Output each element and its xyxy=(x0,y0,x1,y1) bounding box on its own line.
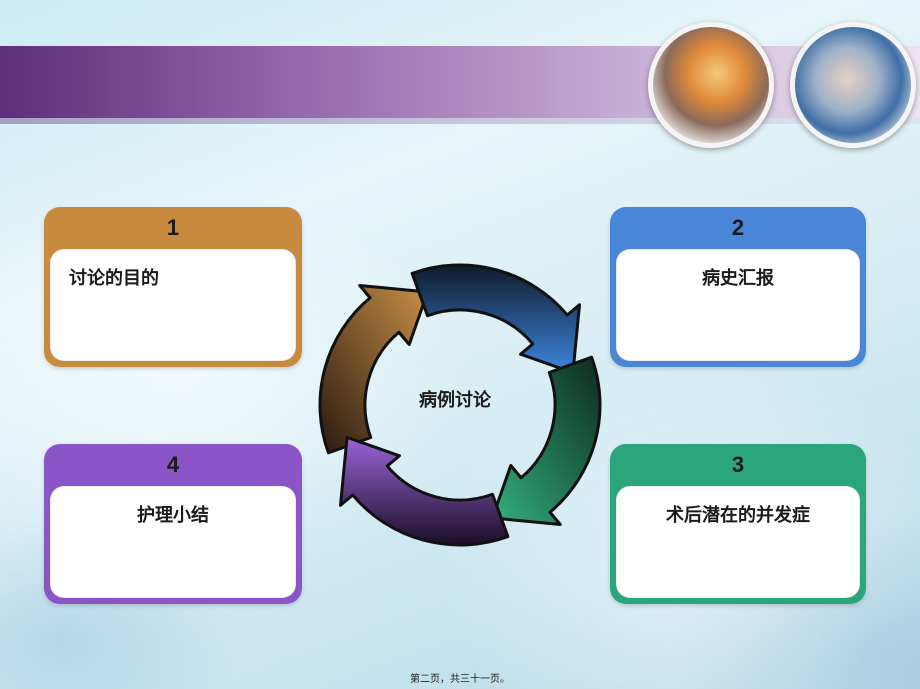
topic-card-2: 病史汇报 xyxy=(616,249,860,361)
page-footer: 第二页，共三十一页。 xyxy=(410,674,510,685)
topic-number-3: 3 xyxy=(731,452,745,477)
doctor-photo xyxy=(790,22,916,148)
topic-label-4: 护理小结 xyxy=(137,505,209,526)
header-band xyxy=(0,46,920,118)
center-label: 病例讨论 xyxy=(419,390,491,411)
medicine-photo xyxy=(648,22,774,148)
topic-label-2: 病史汇报 xyxy=(702,268,774,289)
topic-card-4: 护理小结 xyxy=(50,486,296,598)
topic-box-4: 4 护理小结 xyxy=(44,444,302,604)
cycle-arrow-blue xyxy=(410,263,582,375)
topic-box-1: 1 讨论的目的 xyxy=(44,207,302,367)
topic-number-2: 2 xyxy=(731,215,745,240)
topic-box-2: 2 病史汇报 xyxy=(610,207,866,367)
header-band-shadow xyxy=(0,118,920,124)
topic-box-3: 3 术后潜在的并发症 xyxy=(610,444,866,604)
cycle-arrow-green xyxy=(490,355,602,527)
topic-number-4: 4 xyxy=(166,452,180,477)
topic-card-1: 讨论的目的 xyxy=(50,249,296,361)
cycle-arrow-brown xyxy=(318,283,430,455)
topic-label-3: 术后潜在的并发症 xyxy=(666,505,810,526)
cycle-arrows xyxy=(318,263,602,547)
topic-label-1: 讨论的目的 xyxy=(69,268,159,289)
topic-card-3: 术后潜在的并发症 xyxy=(616,486,860,598)
topic-number-1: 1 xyxy=(166,215,180,240)
cycle-arrow-purple xyxy=(338,435,510,547)
